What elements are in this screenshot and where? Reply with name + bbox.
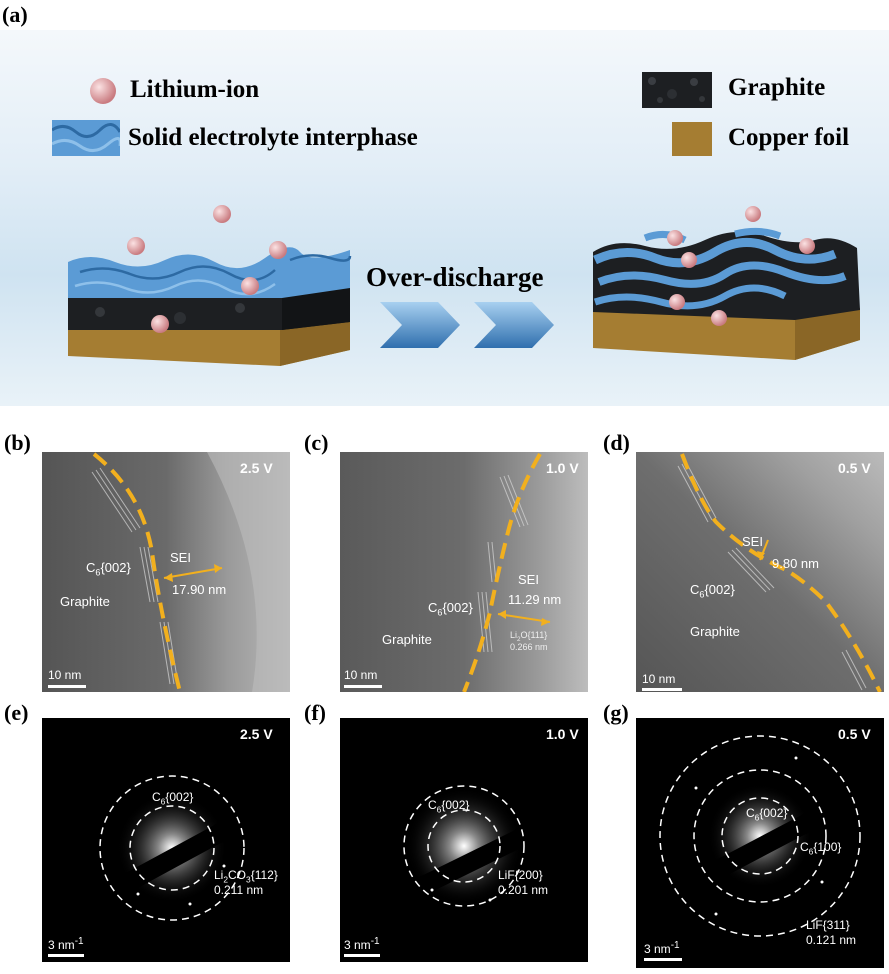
tem-image-b: 2.5 V SEI 17.90 nm C6{002} Graphite 10 n… — [42, 452, 290, 692]
arrow-chevrons-icon — [380, 300, 560, 350]
panel-label-a: (a) — [2, 2, 28, 27]
scale-bar-c — [344, 685, 382, 688]
panel-label-b: (b) — [4, 430, 31, 455]
scale-label-g: 3 nm-1 — [644, 940, 680, 956]
legend-sei: Solid electrolyte interphase — [128, 124, 418, 151]
graphite-label-b: Graphite — [60, 594, 110, 609]
panel-label-e: (e) — [4, 700, 29, 725]
voltage-label-d: 0.5 V — [838, 460, 871, 476]
tem-image-c: 1.0 V SEI 11.29 nm C6{002} Graphite Li2O… — [340, 452, 588, 692]
lattice-plane-label-d: C6{002} — [690, 582, 735, 600]
scale-bar-f — [344, 954, 380, 957]
scale-bar-e — [48, 954, 84, 957]
panel-label-d: (d) — [603, 430, 630, 455]
ring-c6-002-label-f: C6{002} — [428, 798, 470, 815]
legend-copper: Copper foil — [728, 124, 850, 151]
scale-bar-b — [48, 685, 86, 688]
ring-c6-002-label-g: C6{002} — [746, 806, 788, 823]
saed-pattern-f: 1.0 V C6{002} LiF{200} 0.201 nm 3 nm-1 — [340, 718, 588, 962]
voltage-label-e: 2.5 V — [240, 726, 273, 742]
graphite-label-c: Graphite — [382, 632, 432, 647]
scale-label-c: 10 nm — [344, 668, 378, 682]
ring-li2co3-label-e: Li2CO3{112} — [214, 868, 278, 885]
ring-lif-200-spacing-f: 0.201 nm — [498, 883, 549, 897]
saed-pattern-g: 0.5 V C6{002} C6{100} LiF{311} 0.121 nm … — [636, 718, 884, 968]
scale-label-d: 10 nm — [642, 672, 676, 686]
lattice-plane-label-c: C6{002} — [428, 600, 473, 618]
ring-c6-100-label-g: C6{100} — [800, 840, 842, 857]
ring-lif-311-label-g: LiF{311} — [806, 918, 850, 932]
scale-label-e: 3 nm-1 — [48, 936, 84, 952]
electrode-before-diagram — [60, 200, 360, 400]
ring-lif-200-label-f: LiF{200} — [498, 868, 543, 882]
electrode-after-diagram — [585, 200, 875, 390]
ring-c6-002-label-e: C6{002} — [152, 790, 194, 807]
ring-lif-311-spacing-g: 0.121 nm — [806, 933, 857, 947]
scale-bar-g — [644, 958, 682, 961]
scale-bar-d — [642, 688, 682, 691]
lattice-plane-label-b: C6{002} — [86, 560, 131, 578]
graphite-swatch-icon — [642, 72, 712, 108]
sei-thickness-c: 11.29 nm — [508, 592, 562, 607]
legend-graphite: Graphite — [728, 74, 826, 101]
copper-swatch-icon — [672, 122, 712, 156]
sei-label-b: SEI — [170, 550, 191, 565]
panel-label-f: (f) — [304, 700, 326, 725]
sei-swatch-icon — [51, 120, 122, 156]
saed-pattern-e: 2.5 V C6{002} Li2CO3{112} 0.211 nm 3 nm-… — [42, 718, 290, 962]
voltage-label-g: 0.5 V — [838, 726, 871, 742]
scale-label-f: 3 nm-1 — [344, 936, 380, 952]
voltage-label-c: 1.0 V — [546, 460, 579, 476]
voltage-label-b: 2.5 V — [240, 460, 273, 476]
sei-label-d: SEI — [742, 534, 763, 549]
graphite-label-d: Graphite — [690, 624, 740, 639]
panel-label-c: (c) — [304, 430, 329, 455]
tem-image-d: 0.5 V SEI 9.80 nm C6{002} Graphite 10 nm — [636, 452, 884, 692]
lithium-ion-swatch-icon — [88, 76, 118, 106]
sei-thickness-b: 17.90 nm — [172, 582, 227, 597]
voltage-label-f: 1.0 V — [546, 726, 579, 742]
sei-thickness-d: 9.80 nm — [772, 556, 819, 571]
over-discharge-label: Over-discharge — [366, 262, 544, 292]
li2o-plane-label-c: Li2O{111} — [510, 630, 548, 643]
ring-li2co3-spacing-e: 0.211 nm — [214, 883, 264, 897]
legend-lithium-ion: Lithium-ion — [130, 76, 260, 103]
li2o-spacing-c: 0.266 nm — [510, 642, 548, 652]
sei-label-c: SEI — [518, 572, 539, 587]
scale-label-b: 10 nm — [48, 668, 82, 682]
panel-label-g: (g) — [603, 700, 629, 725]
